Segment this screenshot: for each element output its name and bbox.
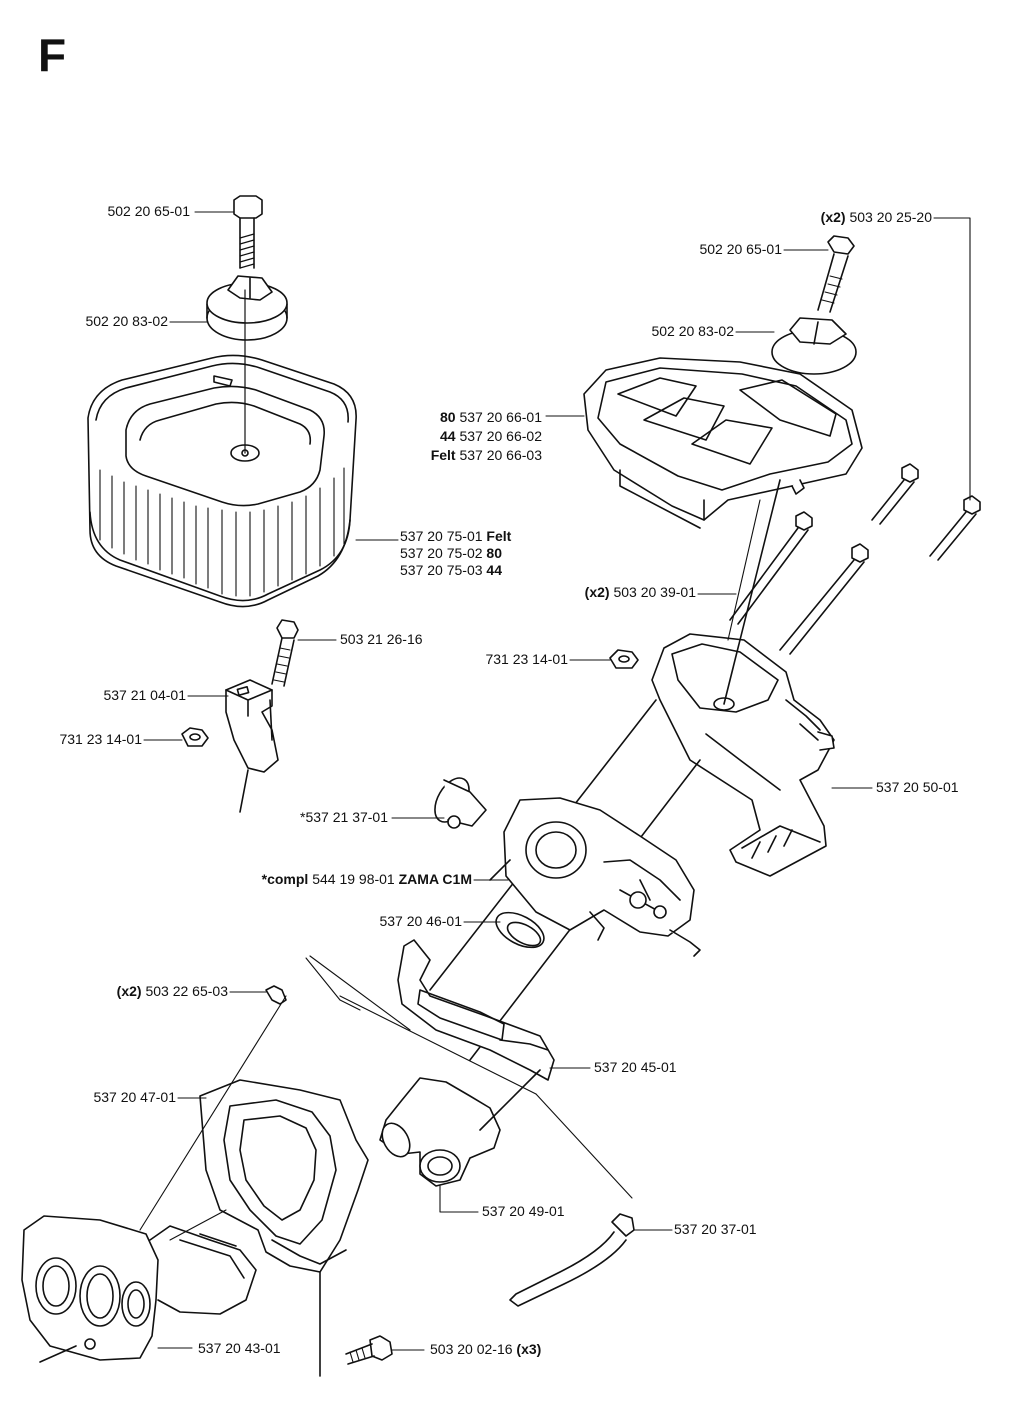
right-nut-drawing	[609, 649, 639, 669]
label-filter-felt: 537 20 75-01 Felt	[400, 528, 511, 545]
label-sleeve-prefix: (x2)	[116, 983, 142, 999]
right-long-screws-drawing	[729, 463, 981, 655]
label-filter-felt-num: 537 20 75-01	[400, 528, 483, 544]
label-cover-44: 44 537 20 66-02	[440, 428, 542, 445]
label-bolt-right: 502 20 65-01	[699, 241, 782, 257]
label-carburetor-num: 544 19 98-01	[312, 871, 395, 887]
label-screw-x2-mid-num: 503 20 39-01	[613, 584, 696, 600]
label-nut-left: 731 23 14-01	[59, 731, 142, 747]
label-carburetor-suffix: ZAMA C1M	[398, 871, 472, 887]
label-filter-44: 537 20 75-03 44	[400, 562, 502, 579]
right-filter-cover-drawing	[583, 357, 863, 529]
label-pump-cover: *537 21 37-01	[300, 809, 388, 825]
label-heat-shield: 537 20 47-01	[93, 1089, 176, 1105]
left-bracket-drawing	[225, 679, 279, 813]
label-filter-44-num: 537 20 75-03	[400, 562, 483, 578]
label-nut-right: 731 23 14-01	[485, 651, 568, 667]
label-filter-44-suffix: 44	[486, 562, 502, 578]
screw-x3-drawing	[345, 1335, 393, 1365]
label-carburetor: *compl 544 19 98-01 ZAMA C1M	[262, 871, 472, 888]
label-filter-80-suffix: 80	[486, 545, 502, 561]
right-knob-drawing	[771, 317, 857, 375]
left-screw-drawing	[271, 619, 299, 687]
label-screw-x2-mid: (x2) 503 20 39-01	[585, 584, 696, 601]
label-carb-holder-num: 537 20	[594, 1059, 637, 1075]
label-cover-felt-prefix: Felt	[430, 447, 456, 463]
label-screw-x3-suffix: (x3)	[516, 1341, 542, 1357]
page-section-letter: F	[38, 29, 67, 81]
label-screw-16: 503 21 26-16	[340, 631, 423, 647]
label-carb-holder-suffix: 45-01	[640, 1059, 677, 1075]
label-sleeve: (x2) 503 22 65-03	[117, 983, 228, 1000]
left-nut-drawing	[181, 727, 209, 747]
label-carburetor-prefix: *compl	[261, 871, 309, 887]
label-filter-80: 537 20 75-02 80	[400, 545, 502, 562]
label-bracket: 537 21 04-01	[103, 687, 186, 703]
label-cover-felt-num: 537 20 66-03	[459, 447, 542, 463]
leader-lines	[139, 211, 971, 1351]
label-screw-x2-top: (x2) 503 20 25-20	[821, 209, 932, 226]
label-screw-x3-num: 503 20 02-16	[430, 1341, 513, 1357]
left-air-filter-drawing	[87, 289, 357, 608]
label-filter-holder: 537 20 50-01	[876, 779, 959, 795]
intake-manifold-drawing	[21, 1215, 257, 1363]
label-intake: 537 20 43-01	[198, 1340, 281, 1356]
label-knob-left: 502 20 83-02	[85, 313, 168, 329]
right-bolt-drawing	[817, 235, 855, 313]
label-cover-80-num: 537 20 66-01	[459, 409, 542, 425]
elbow-drawing	[379, 1069, 541, 1187]
label-cover-44-prefix: 44	[440, 428, 456, 444]
label-screw-x2-top-num: 503 20 25-20	[849, 209, 932, 225]
left-knob-drawing	[206, 275, 288, 341]
label-cover-80-prefix: 80	[440, 409, 456, 425]
label-knob-right: 502 20 83-02	[651, 323, 734, 339]
label-screw-x2-mid-prefix: (x2)	[584, 584, 610, 600]
label-sleeve-num: 503 22 65-03	[145, 983, 228, 999]
label-cover-44-num: 537 20 66-02	[459, 428, 542, 444]
label-filter-felt-suffix: Felt	[486, 528, 512, 544]
carb-holder-drawing	[397, 939, 555, 1081]
label-elbow: 537 20 49-01	[482, 1203, 565, 1219]
gasket-drawing	[495, 911, 545, 949]
left-bolt-drawing	[233, 195, 263, 269]
pump-cover-drawing	[434, 777, 487, 829]
label-screw-x2-top-prefix: (x2)	[820, 209, 846, 225]
label-hose: 537 20 37-01	[674, 1221, 757, 1237]
hose-drawing	[509, 1213, 635, 1307]
label-cover-felt: Felt 537 20 66-03	[431, 447, 542, 464]
label-cover-80: 80 537 20 66-01	[440, 409, 542, 426]
label-gasket: 537 20 46-01	[379, 913, 462, 929]
label-bolt-left: 502 20 65-01	[107, 203, 190, 219]
label-filter-80-num: 537 20 75-02	[400, 545, 483, 561]
label-carb-holder: 537 20 45-01	[594, 1059, 677, 1076]
heat-shield-drawing	[199, 1079, 369, 1377]
carburetor-drawing	[489, 797, 701, 957]
sleeve-drawing	[265, 985, 287, 1005]
label-screw-x3: 503 20 02-16 (x3)	[430, 1341, 541, 1358]
